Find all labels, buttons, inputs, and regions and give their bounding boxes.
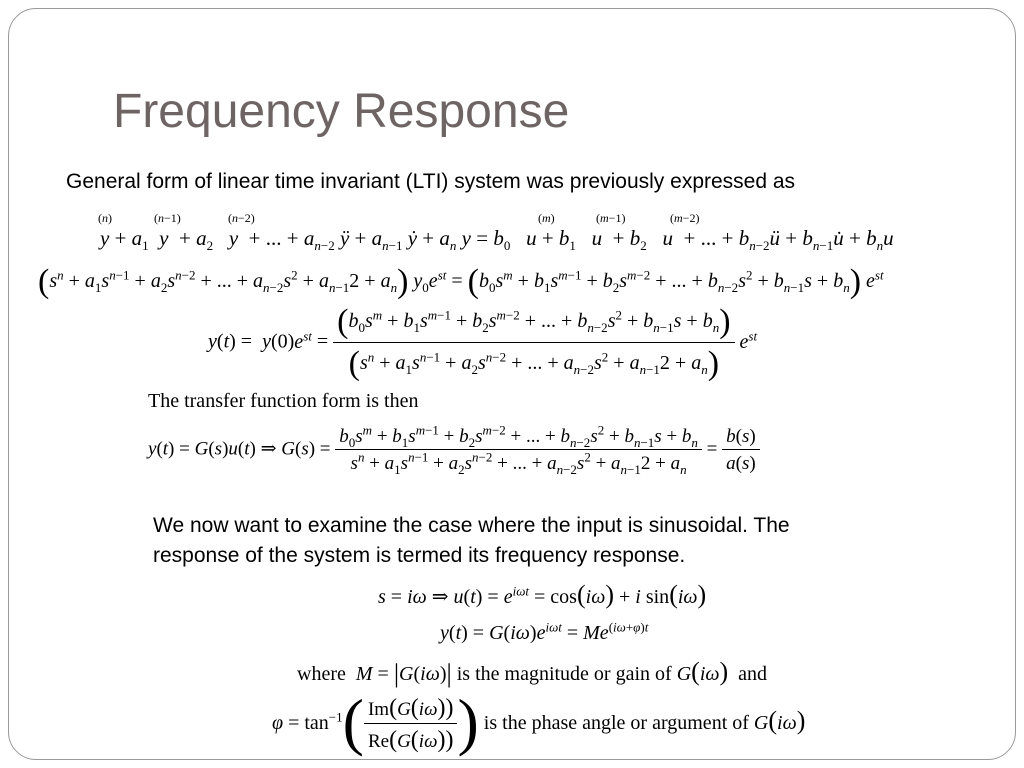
and-word: and (738, 663, 768, 685)
eq5-sinusoid-input: s = iω ⇒ u(t) = eiωt = cos(iω) + i sin(i… (378, 580, 707, 609)
magnitude-text: is the magnitude or gain of (456, 663, 672, 685)
intro-text: General form of linear time invariant (L… (66, 170, 796, 193)
phase-text: is the phase angle or argument of (483, 712, 749, 734)
eq3-response-ratio: y(t) = y(0)est = (b0sm + b1sm−1 + b2sm−2… (208, 303, 758, 382)
phase-definition: φ = tan−1( Im(G(iω)) Re(G(iω)) ) is the … (272, 686, 806, 757)
eq4-transfer-function: y(t) = G(s)u(t) ⇒ G(s) = b0sm + b1sm−1 +… (148, 424, 760, 476)
eq1-differential-equation: y + a1 y + a2 y + ... + an−2 ÿ + an−1 ẏ … (100, 226, 894, 254)
sinusoid-text-line-2: response of the system is termed its fre… (153, 544, 686, 567)
where-word: where (297, 663, 346, 685)
slide-frame (8, 8, 1016, 760)
eq6-frequency-output: y(t) = G(iω)eiωt = Me(iω+φ)t (440, 619, 649, 644)
eq2-laplace-form: (sn + a1sn−1 + a2sn−2 + ... + an−2s2 + a… (38, 263, 884, 300)
transfer-text: The transfer function form is then (148, 390, 419, 412)
slide-title: Frequency Response (113, 85, 570, 138)
sinusoid-text-line-1: We now want to examine the case where th… (153, 514, 790, 537)
magnitude-definition: where M = |G(iω)| is the magnitude or ga… (297, 657, 768, 688)
